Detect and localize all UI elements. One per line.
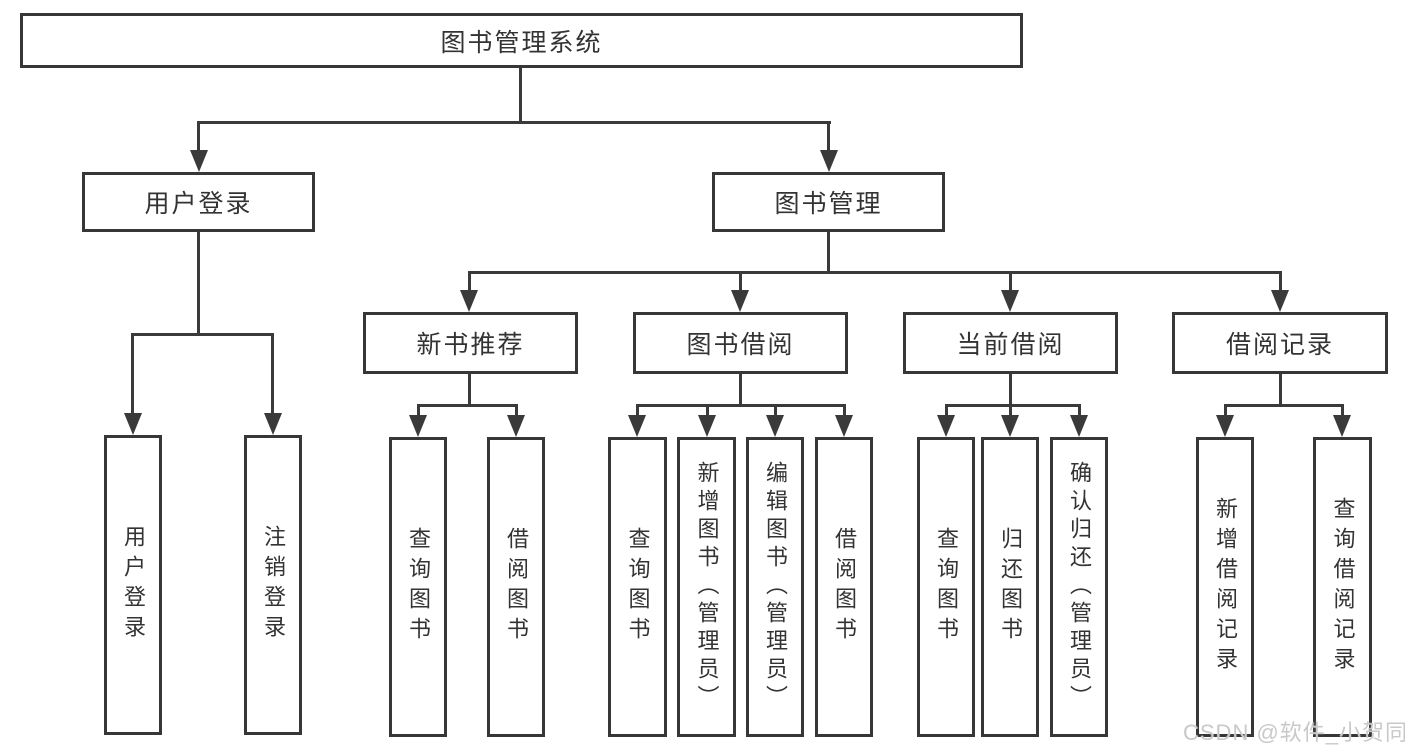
node-label: 用户登录 bbox=[144, 190, 253, 218]
arrowhead-down-icon bbox=[264, 413, 282, 435]
leaf-current-query-books: 查询图书 bbox=[917, 437, 975, 737]
connector-drop-book-mgmt bbox=[827, 121, 830, 153]
leaf-label: 查询图书 bbox=[406, 527, 431, 647]
arrowhead-down-icon bbox=[731, 290, 749, 312]
csdn-watermark: CSDN @软件_小贺同学 bbox=[1183, 720, 1405, 745]
leaf-label: 查询图书 bbox=[934, 527, 959, 647]
leaf-label: 归还图书 bbox=[998, 527, 1023, 647]
connector-drop bbox=[1009, 404, 1012, 420]
node-book-management: 图书管理 bbox=[712, 172, 945, 232]
connector-level3-bus bbox=[468, 271, 1282, 274]
connector-mgmt-stem bbox=[827, 232, 830, 274]
arrowhead-down-icon bbox=[1333, 415, 1351, 437]
connector-drop bbox=[271, 333, 274, 417]
leaf-records-query-record: 查询借阅记录 bbox=[1313, 437, 1372, 737]
leaf-label: 编辑图书（管理员） bbox=[763, 461, 788, 713]
node-book-borrow: 图书借阅 bbox=[633, 312, 848, 374]
arrowhead-down-icon bbox=[820, 150, 838, 172]
leaf-label: 新增借阅记录 bbox=[1213, 497, 1238, 677]
leaf-label: 查询图书 bbox=[625, 527, 651, 647]
connector-records-bus bbox=[1224, 404, 1343, 407]
node-borrow-records: 借阅记录 bbox=[1172, 312, 1388, 374]
connector-drop bbox=[417, 404, 420, 420]
node-label: 图书管理系统 bbox=[440, 28, 603, 57]
connector-drop bbox=[131, 333, 134, 417]
leaf-borrow-add-books-admin: 新增图书（管理员） bbox=[677, 437, 736, 737]
node-label: 借阅记录 bbox=[1225, 331, 1334, 359]
node-label: 新书推荐 bbox=[416, 331, 525, 359]
connector-drop bbox=[636, 404, 639, 420]
connector-drop bbox=[1009, 271, 1012, 293]
arrowhead-down-icon bbox=[409, 415, 427, 437]
connector-drop bbox=[468, 271, 471, 293]
leaf-borrow-edit-books-admin: 编辑图书（管理员） bbox=[746, 437, 804, 737]
connector-current-stem bbox=[1009, 374, 1012, 407]
connector-drop bbox=[1078, 404, 1081, 420]
arrowhead-down-icon bbox=[937, 415, 955, 437]
leaf-borrow-query-books: 查询图书 bbox=[608, 437, 667, 737]
leaf-label: 借阅图书 bbox=[504, 527, 529, 647]
leaf-label: 用户登录 bbox=[121, 525, 146, 645]
node-user-login: 用户登录 bbox=[82, 172, 315, 232]
leaf-logout: 注销登录 bbox=[244, 435, 302, 735]
arrowhead-down-icon bbox=[507, 415, 525, 437]
connector-drop bbox=[774, 404, 777, 420]
connector-level2-bus bbox=[197, 121, 831, 124]
connector-newbook-bus bbox=[417, 404, 518, 407]
leaf-label: 借阅图书 bbox=[832, 527, 857, 647]
leaf-user-login: 用户登录 bbox=[104, 435, 162, 735]
connector-drop bbox=[1341, 404, 1344, 420]
leaf-label: 确认归还（管理员） bbox=[1067, 461, 1092, 713]
connector-newbook-stem bbox=[468, 374, 471, 407]
arrowhead-down-icon bbox=[1001, 415, 1019, 437]
connector-drop bbox=[515, 404, 518, 420]
arrowhead-down-icon bbox=[1070, 415, 1088, 437]
connector-drop bbox=[706, 404, 709, 420]
arrowhead-down-icon bbox=[460, 290, 478, 312]
leaf-label: 新增图书（管理员） bbox=[694, 461, 720, 713]
connector-login-bus bbox=[131, 333, 274, 336]
node-root-library-system: 图书管理系统 bbox=[20, 13, 1023, 68]
connector-drop bbox=[945, 404, 948, 420]
arrowhead-down-icon bbox=[1001, 290, 1019, 312]
connector-drop bbox=[1224, 404, 1227, 420]
leaf-current-confirm-return-admin: 确认归还（管理员） bbox=[1050, 437, 1108, 737]
arrowhead-down-icon bbox=[698, 415, 716, 437]
leaf-label: 查询借阅记录 bbox=[1330, 497, 1356, 677]
arrowhead-down-icon bbox=[190, 150, 208, 172]
node-current-borrow: 当前借阅 bbox=[903, 312, 1118, 374]
connector-drop bbox=[843, 404, 846, 420]
connector-root-stem bbox=[519, 68, 522, 124]
connector-borrow-bus bbox=[636, 404, 845, 407]
node-new-book-recommend: 新书推荐 bbox=[363, 312, 578, 374]
node-label: 当前借阅 bbox=[956, 331, 1065, 359]
node-label: 图书管理 bbox=[774, 190, 883, 218]
arrowhead-down-icon bbox=[766, 415, 784, 437]
arrowhead-down-icon bbox=[1271, 290, 1289, 312]
arrowhead-down-icon bbox=[1216, 415, 1234, 437]
arrowhead-down-icon bbox=[628, 415, 646, 437]
leaf-newbook-query-books: 查询图书 bbox=[389, 437, 447, 737]
leaf-records-add-record: 新增借阅记录 bbox=[1196, 437, 1254, 737]
leaf-current-return-books: 归还图书 bbox=[981, 437, 1039, 737]
arrowhead-down-icon bbox=[835, 415, 853, 437]
connector-records-stem bbox=[1279, 374, 1282, 407]
node-label: 图书借阅 bbox=[686, 331, 795, 359]
connector-drop bbox=[1279, 271, 1282, 293]
connector-drop-user-login bbox=[197, 121, 200, 153]
leaf-newbook-borrow-books: 借阅图书 bbox=[487, 437, 545, 737]
connector-current-bus bbox=[945, 404, 1080, 407]
connector-login-stem bbox=[197, 232, 200, 336]
connector-drop bbox=[739, 271, 742, 293]
connector-borrow-stem bbox=[739, 374, 742, 407]
leaf-borrow-borrow-books: 借阅图书 bbox=[815, 437, 873, 737]
leaf-label: 注销登录 bbox=[261, 525, 286, 645]
arrowhead-down-icon bbox=[124, 413, 142, 435]
